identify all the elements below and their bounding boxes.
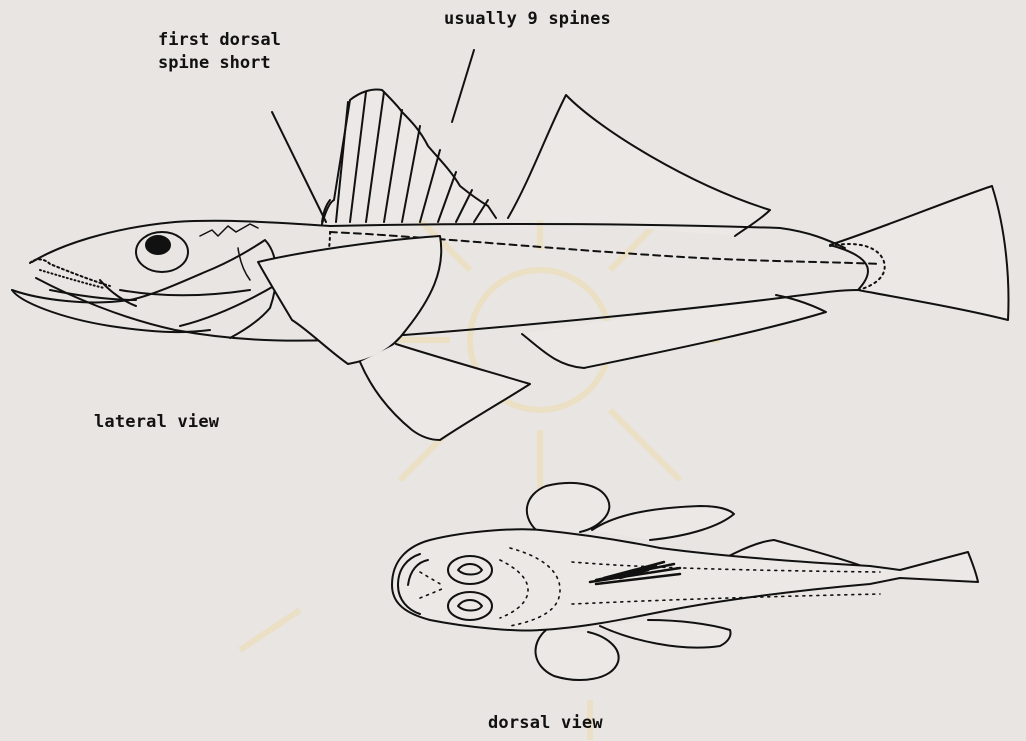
spines-annotation: usually 9 spines — [444, 8, 611, 30]
dorsal-view-caption: dorsal view — [488, 712, 603, 734]
dorsal-eye-lower — [448, 592, 492, 620]
first-dorsal-annotation: first dorsal spine short — [158, 29, 281, 75]
spines-leader — [452, 50, 474, 122]
dorsal-view-fish — [392, 483, 978, 680]
first-dorsal-annotation-line-1: first dorsal — [158, 29, 281, 52]
anal-fin — [522, 295, 826, 368]
lateral-view-fish — [12, 50, 1008, 440]
dorsal-eye-upper — [448, 556, 492, 584]
dorsal-pelvic-fin-lower — [600, 620, 731, 648]
watermark-sunburst — [240, 160, 720, 740]
dorsal-pectoral-fin-upper — [527, 483, 609, 532]
pectoral-fin — [258, 236, 441, 364]
first-dorsal-leader — [272, 112, 326, 222]
caudal-fin — [830, 186, 1008, 320]
first-dorsal-annotation-line-2: spine short — [158, 52, 281, 75]
pelvic-fin — [360, 344, 530, 440]
second-dorsal-fin — [508, 95, 770, 236]
dorsal-pelvic-fin-upper — [592, 506, 734, 540]
lateral-view-caption: lateral view — [94, 411, 219, 433]
gill-cover — [205, 240, 276, 338]
dorsal-pectoral-fin-lower — [536, 630, 619, 680]
